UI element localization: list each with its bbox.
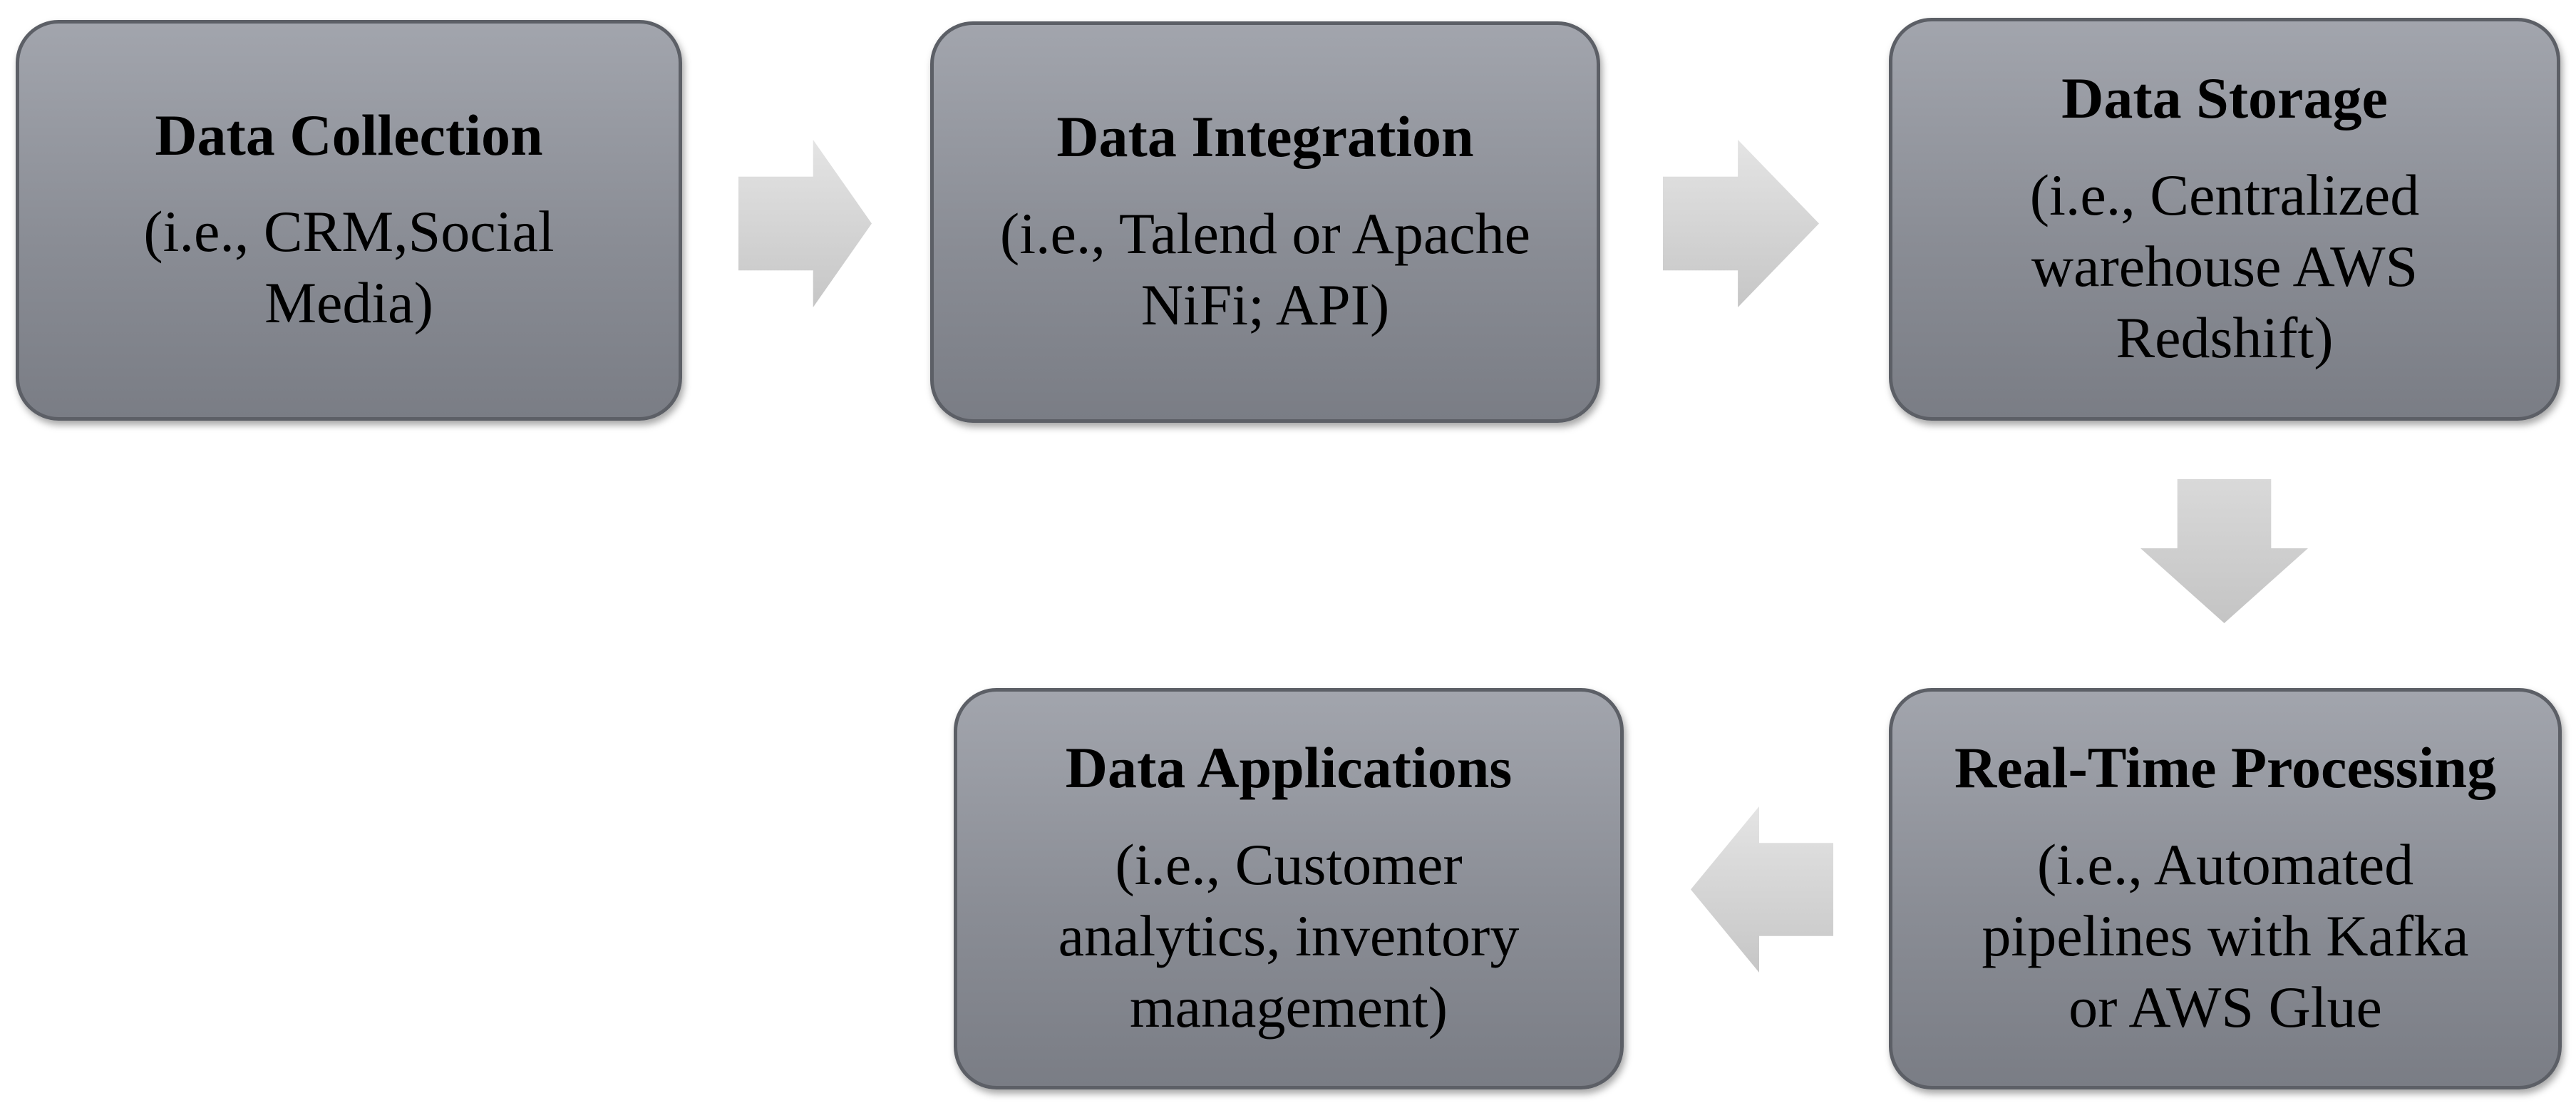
arrow-left-icon: [1691, 806, 1833, 973]
node-description: (i.e., CRM,Social Media): [143, 196, 554, 339]
node-title: Data Applications: [1065, 735, 1513, 801]
node-description-line: (i.e., CRM,Social: [143, 199, 555, 265]
node-description-line: pipelines with Kafka: [1982, 903, 2469, 968]
node-description: (i.e., Talend or Apache NiFi; API): [1000, 198, 1530, 341]
node-description-line: or AWS Glue: [2068, 974, 2382, 1040]
node-title: Data Integration: [1056, 104, 1474, 170]
node-description-line: (i.e., Automated: [2036, 831, 2414, 897]
node-data-collection: Data Collection (i.e., CRM,Social Media): [16, 20, 682, 421]
node-description-line: (i.e., Centralized: [2029, 162, 2420, 227]
node-description-line: management): [1129, 974, 1448, 1040]
node-description-line: Media): [264, 270, 433, 336]
arrow-down-icon: [2140, 479, 2308, 623]
node-description: (i.e., Customer analytics, inventory man…: [1058, 829, 1520, 1043]
node-description-line: Redshift): [2116, 304, 2334, 370]
node-description-line: (i.e., Talend or Apache: [999, 200, 1531, 266]
node-description-line: warehouse AWS: [2031, 233, 2418, 299]
node-data-integration: Data Integration (i.e., Talend or Apache…: [930, 21, 1600, 423]
node-description-line: analytics, inventory: [1058, 903, 1520, 968]
node-data-applications: Data Applications (i.e., Customer analyt…: [954, 688, 1624, 1089]
node-title: Data Collection: [155, 102, 543, 168]
node-description: (i.e., Automated pipelines with Kafka or…: [1982, 829, 2468, 1043]
arrow-right-icon: [738, 140, 872, 307]
node-description-line: (i.e., Customer: [1115, 831, 1463, 897]
node-title: Real-Time Processing: [1954, 735, 2496, 801]
node-description-line: NiFi; API): [1140, 272, 1390, 337]
node-description: (i.e., Centralized warehouse AWS Redshif…: [2030, 160, 2419, 374]
node-data-storage: Data Storage (i.e., Centralized warehous…: [1889, 18, 2560, 421]
arrow-right-icon: [1663, 140, 1819, 307]
node-real-time-processing: Real-Time Processing (i.e., Automated pi…: [1889, 688, 2562, 1089]
node-title: Data Storage: [2061, 66, 2388, 131]
